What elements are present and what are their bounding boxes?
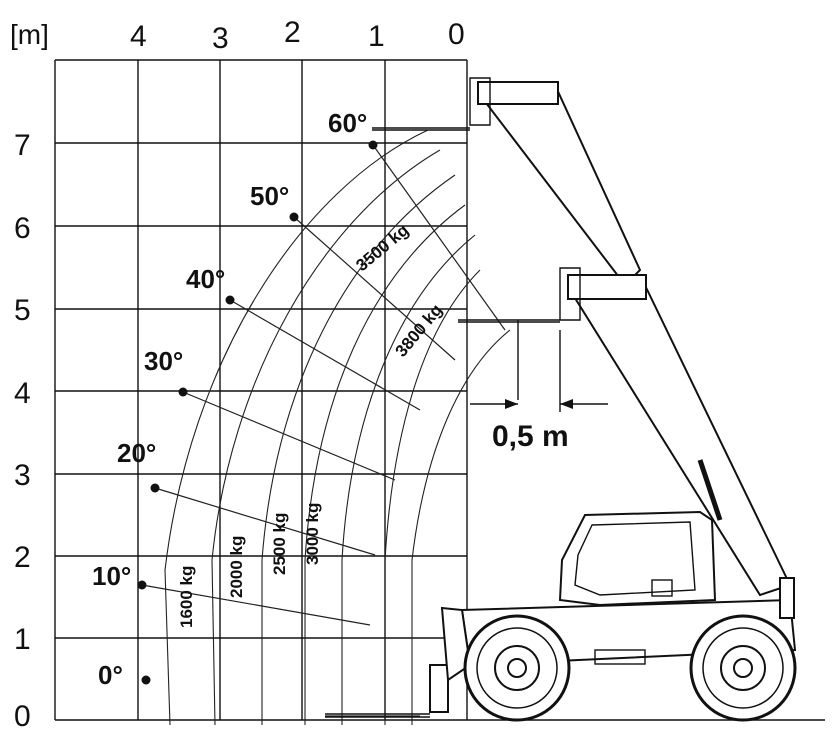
angle-label-30: 30° bbox=[144, 346, 183, 376]
load-label-3500: 3500 kg bbox=[352, 220, 412, 275]
rear-wheel bbox=[689, 614, 797, 722]
front-wheel bbox=[463, 614, 571, 722]
y-tick-3: 3 bbox=[14, 459, 31, 492]
y-tick-4: 4 bbox=[14, 377, 31, 410]
load-zone-arcs bbox=[164, 129, 511, 726]
x-tick-3: 3 bbox=[212, 22, 229, 55]
angle-label-0: 0° bbox=[98, 660, 123, 690]
load-label-2000: 2000 kg bbox=[227, 536, 246, 598]
angle-label-40: 40° bbox=[186, 264, 225, 294]
y-tick-6: 6 bbox=[14, 212, 31, 245]
y-tick-0: 0 bbox=[14, 700, 31, 731]
dimension-marker bbox=[470, 320, 608, 412]
angle-label-10: 10° bbox=[92, 561, 131, 591]
angle-point-40 bbox=[225, 295, 235, 305]
x-tick-2: 2 bbox=[284, 16, 301, 49]
angle-label-50: 50° bbox=[250, 181, 289, 211]
y-tick-5: 5 bbox=[14, 294, 31, 327]
angle-point-20 bbox=[150, 483, 160, 493]
load-label-2500: 2500 kg bbox=[270, 513, 289, 575]
telehandler-illustration bbox=[325, 77, 797, 722]
angle-point-50 bbox=[289, 212, 299, 222]
angle-point-30 bbox=[178, 387, 188, 397]
dimension-label: 0,5 m bbox=[492, 420, 569, 453]
y-tick-7: 7 bbox=[14, 129, 31, 162]
load-label-1600: 1600 kg bbox=[177, 566, 196, 628]
angle-lines bbox=[141, 144, 506, 717]
y-tick-1: 1 bbox=[14, 623, 31, 656]
angle-point-0 bbox=[141, 675, 151, 685]
x-tick-0: 0 bbox=[448, 18, 465, 51]
x-tick-1: 1 bbox=[368, 20, 385, 53]
load-label-3000: 3000 kg bbox=[303, 503, 322, 565]
angle-label-20: 20° bbox=[117, 438, 156, 468]
x-tick-4: 4 bbox=[130, 20, 147, 53]
unit-label: [m] bbox=[10, 19, 49, 50]
y-tick-2: 2 bbox=[14, 541, 31, 574]
angle-point-10 bbox=[137, 580, 147, 590]
angle-point-60 bbox=[368, 140, 378, 150]
angle-dots bbox=[137, 140, 378, 685]
angle-label-60: 60° bbox=[328, 108, 367, 138]
